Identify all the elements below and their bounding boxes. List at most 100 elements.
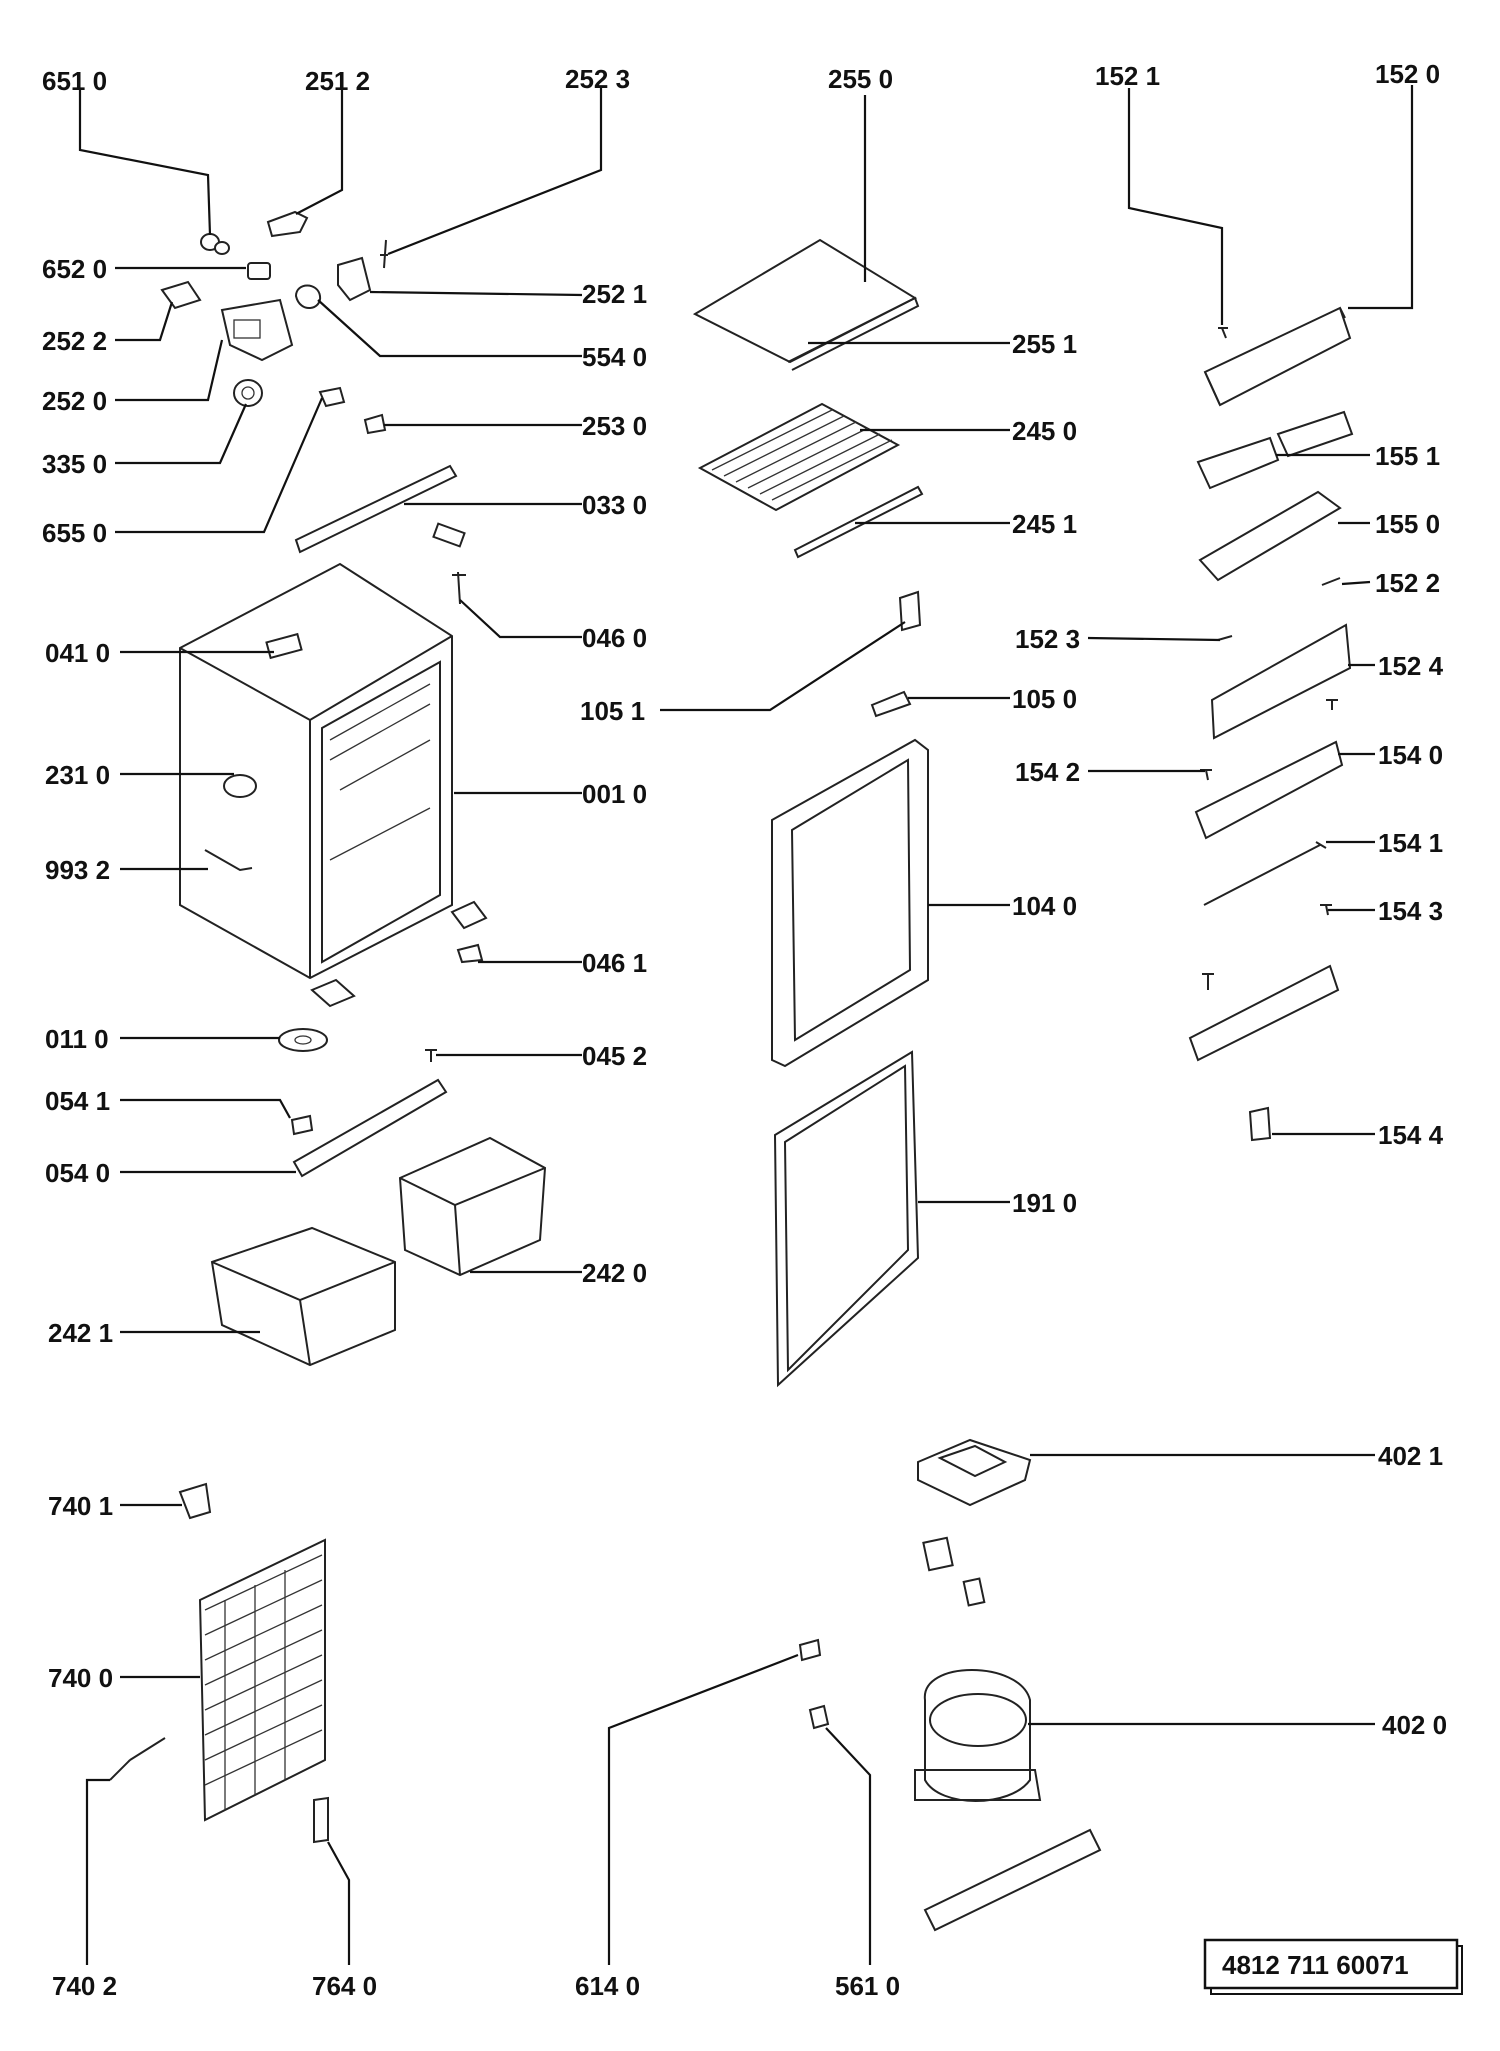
label-231-0: 231 0 bbox=[45, 760, 110, 790]
label-651-0: 651 0 bbox=[42, 66, 107, 96]
screw-045-2 bbox=[425, 1049, 437, 1062]
label-335-0: 335 0 bbox=[42, 449, 107, 479]
label-993-2: 993 2 bbox=[45, 855, 110, 885]
part-labels: 651 0 251 2 252 3 255 0 152 1 152 0 652 … bbox=[42, 59, 1447, 2001]
label-740-0: 740 0 bbox=[48, 1663, 113, 1693]
label-740-2: 740 2 bbox=[52, 1971, 117, 2001]
part-652 bbox=[247, 262, 271, 280]
label-011-0: 011 0 bbox=[45, 1024, 109, 1054]
crisper-242-1 bbox=[210, 1226, 396, 1367]
bar-054-0 bbox=[292, 1078, 448, 1178]
label-046-0: 046 0 bbox=[582, 623, 647, 653]
pad-046-1 bbox=[456, 943, 484, 964]
label-155-0: 155 0 bbox=[1375, 509, 1440, 539]
label-614-0: 614 0 bbox=[575, 1971, 640, 2001]
egg-tray-155-1 bbox=[1196, 410, 1354, 490]
part-655 bbox=[318, 386, 346, 408]
part-105-0 bbox=[870, 690, 912, 718]
label-252-2: 252 2 bbox=[42, 326, 107, 356]
pin-046 bbox=[452, 571, 466, 605]
label-155-1: 155 1 bbox=[1375, 441, 1440, 471]
rod-154-1 bbox=[1203, 841, 1327, 906]
pad bbox=[310, 978, 356, 1008]
leader-lines bbox=[78, 85, 1414, 1965]
cover-251-2 bbox=[266, 210, 309, 238]
label-252-0: 252 0 bbox=[42, 386, 107, 416]
bin-154-0 bbox=[1194, 740, 1344, 840]
relay-cover bbox=[962, 1577, 986, 1607]
label-152-4: 152 4 bbox=[1378, 651, 1444, 681]
label-242-0: 242 0 bbox=[582, 1258, 647, 1288]
bin-lower bbox=[1188, 964, 1340, 1062]
label-242-1: 242 1 bbox=[48, 1318, 113, 1348]
part-054-1 bbox=[290, 1114, 314, 1136]
label-154-2: 154 2 bbox=[1015, 757, 1080, 787]
label-245-0: 245 0 bbox=[1012, 416, 1077, 446]
label-652-0: 652 0 bbox=[42, 254, 107, 284]
clip-252-3 bbox=[380, 239, 388, 269]
part-253 bbox=[363, 413, 387, 435]
screw-154-3 bbox=[1320, 904, 1332, 916]
compressor-402 bbox=[914, 1669, 1042, 1802]
clip-152-3 bbox=[1217, 635, 1233, 641]
drier-764 bbox=[313, 1796, 329, 1844]
bracket-740-1 bbox=[178, 1482, 212, 1520]
crisper-242-0 bbox=[398, 1136, 547, 1277]
knob-335 bbox=[233, 379, 263, 407]
label-154-4: 154 4 bbox=[1378, 1120, 1444, 1150]
label-561-0: 561 0 bbox=[835, 1971, 900, 2001]
part-561 bbox=[808, 1704, 830, 1730]
pin bbox=[1202, 973, 1214, 990]
foot-011 bbox=[278, 1028, 328, 1052]
bin-152-0 bbox=[1203, 306, 1352, 407]
drawing-code-box: 4812 711 60071 bbox=[1203, 1938, 1463, 1995]
label-251-2: 251 2 bbox=[305, 66, 370, 96]
label-041-0: 041 0 bbox=[45, 638, 110, 668]
label-105-0: 105 0 bbox=[1012, 684, 1077, 714]
cabinet-001 bbox=[179, 562, 453, 980]
label-001-0: 001 0 bbox=[582, 779, 647, 809]
label-054-1: 054 1 bbox=[45, 1086, 110, 1116]
part-drawings bbox=[109, 210, 1354, 1932]
label-245-1: 245 1 bbox=[1012, 509, 1077, 539]
housing-252-0 bbox=[220, 298, 294, 362]
gasket-191 bbox=[773, 1050, 920, 1388]
capillary-740-2 bbox=[109, 1737, 166, 1781]
label-105-1: 105 1 bbox=[580, 696, 645, 726]
label-154-1: 154 1 bbox=[1378, 828, 1443, 858]
label-152-3: 152 3 bbox=[1015, 624, 1080, 654]
relay bbox=[922, 1536, 954, 1572]
thermostat-knob-651 bbox=[200, 233, 230, 255]
tray-402-1 bbox=[917, 1438, 1032, 1507]
thermostat-554 bbox=[294, 284, 322, 309]
label-255-0: 255 0 bbox=[828, 64, 893, 94]
part-105-1 bbox=[898, 590, 922, 632]
part-154-4 bbox=[1248, 1106, 1272, 1142]
label-252-3: 252 3 bbox=[565, 64, 630, 94]
screw-152-1 bbox=[1218, 327, 1228, 339]
door-104 bbox=[771, 738, 929, 1068]
label-191-0: 191 0 bbox=[1012, 1188, 1077, 1218]
label-054-0: 054 0 bbox=[45, 1158, 110, 1188]
label-033-0: 033 0 bbox=[582, 490, 647, 520]
clip-152-2 bbox=[1321, 577, 1341, 586]
label-104-0: 104 0 bbox=[1012, 891, 1077, 921]
label-045-2: 045 2 bbox=[582, 1041, 647, 1071]
label-764-0: 764 0 bbox=[312, 1971, 377, 2001]
label-152-2: 152 2 bbox=[1375, 568, 1440, 598]
label-252-1: 252 1 bbox=[582, 279, 647, 309]
label-253-0: 253 0 bbox=[582, 411, 647, 441]
rail-033 bbox=[294, 464, 458, 554]
part-614 bbox=[798, 1638, 822, 1662]
condenser-740 bbox=[198, 1538, 326, 1822]
mounting-plate bbox=[923, 1828, 1102, 1932]
label-046-1: 046 1 bbox=[582, 948, 647, 978]
label-655-0: 655 0 bbox=[42, 518, 107, 548]
label-402-0: 402 0 bbox=[1382, 1710, 1447, 1740]
label-740-1: 740 1 bbox=[48, 1491, 113, 1521]
label-255-1: 255 1 bbox=[1012, 329, 1077, 359]
label-152-0: 152 0 bbox=[1375, 59, 1440, 89]
hinge-046-1 bbox=[450, 900, 488, 930]
label-402-1: 402 1 bbox=[1378, 1441, 1443, 1471]
